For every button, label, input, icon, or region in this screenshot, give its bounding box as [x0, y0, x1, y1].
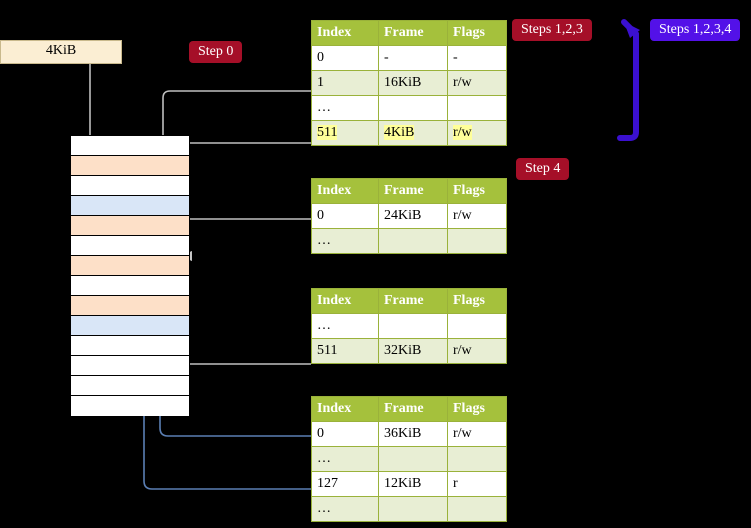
table-row: …: [311, 95, 507, 121]
table-cell: 32KiB: [378, 338, 448, 364]
column-header: Frame: [378, 288, 448, 314]
step-4-badge: Step 4: [516, 158, 570, 180]
table-cell: [378, 496, 448, 522]
table-cell: 36KiB: [378, 421, 448, 447]
table-cell: r: [447, 471, 507, 497]
table-cell: [447, 313, 507, 339]
table-row: …: [311, 446, 507, 472]
table-cell: 24KiB: [378, 203, 448, 229]
memory-frame-row: [71, 136, 189, 156]
source-page-box: 4KiB: [0, 40, 122, 64]
table-cell: …: [311, 313, 379, 339]
table-cell: …: [311, 228, 379, 254]
table-row: …: [311, 228, 507, 254]
table-cell: [378, 446, 448, 472]
table-cell: r/w: [447, 120, 507, 146]
column-header: Index: [311, 178, 379, 204]
wire-table1-row511-to-memory: [176, 142, 311, 164]
memory-frame-row: [71, 176, 189, 196]
table-cell: [378, 228, 448, 254]
table-cell: 0: [311, 421, 379, 447]
table-cell: 511: [311, 338, 379, 364]
table-row: 0--: [311, 45, 507, 71]
table-cell: …: [311, 496, 379, 522]
memory-frame-row: [71, 336, 189, 356]
table-cell: …: [311, 95, 379, 121]
memory-frame-row: [71, 296, 189, 316]
column-header: Index: [311, 396, 379, 422]
step-4-label: Step 4: [525, 161, 561, 176]
memory-frame-row: [71, 356, 189, 376]
table-cell: [447, 446, 507, 472]
table-cell: [447, 496, 507, 522]
column-header: Frame: [378, 178, 448, 204]
table-cell: 16KiB: [378, 70, 448, 96]
memory-frame-row: [71, 316, 189, 336]
column-header: Index: [311, 20, 379, 46]
table-cell: -: [447, 45, 507, 71]
table-row: …: [311, 496, 507, 522]
wire-table3-row511-to-memory: [178, 302, 311, 365]
steps-bracket-arrow: [617, 19, 640, 141]
steps-1234-label: Steps 1,2,3,4: [659, 22, 732, 37]
column-header: Flags: [447, 288, 507, 314]
wire-table2-row0-to-memory: [181, 218, 311, 262]
table-cell: 12KiB: [378, 471, 448, 497]
memory-frame-row: [71, 396, 189, 416]
memory-frame-row: [71, 216, 189, 236]
steps-1234-badge: Steps 1,2,3,4: [650, 19, 741, 41]
column-header: Frame: [378, 396, 448, 422]
table-row: …: [311, 313, 507, 339]
table-cell: [378, 95, 448, 121]
memory-frame-row: [71, 236, 189, 256]
column-header: Index: [311, 288, 379, 314]
table-cell: 1: [311, 70, 379, 96]
table-cell: 4KiB: [378, 120, 448, 146]
memory-frame-row: [71, 276, 189, 296]
table-cell: …: [311, 446, 379, 472]
steps-123-badge: Steps 1,2,3: [512, 19, 592, 41]
table-cell: [447, 228, 507, 254]
memory-frame-row: [71, 256, 189, 276]
memory-frame-row: [71, 196, 189, 216]
table-cell: 0: [311, 203, 379, 229]
table-cell: -: [378, 45, 448, 71]
table-cell: 127: [311, 471, 379, 497]
steps-123-label: Steps 1,2,3: [521, 22, 583, 37]
physical-memory-column: [70, 135, 190, 416]
table-cell: r/w: [447, 70, 507, 96]
memory-frame-row: [71, 376, 189, 396]
column-header: Flags: [447, 396, 507, 422]
source-page-label: 4KiB: [45, 43, 77, 58]
table-cell: r/w: [447, 421, 507, 447]
table-cell: 0: [311, 45, 379, 71]
memory-frame-row: [71, 156, 189, 176]
column-header: Flags: [447, 20, 507, 46]
column-header: Flags: [447, 178, 507, 204]
table-cell: [378, 313, 448, 339]
table-cell: r/w: [447, 203, 507, 229]
column-header: Frame: [378, 20, 448, 46]
table-cell: 511: [311, 120, 379, 146]
table-cell: [447, 95, 507, 121]
table-cell: r/w: [447, 338, 507, 364]
step-0-label: Step 0: [198, 44, 234, 59]
step-0-badge: Step 0: [189, 41, 243, 63]
